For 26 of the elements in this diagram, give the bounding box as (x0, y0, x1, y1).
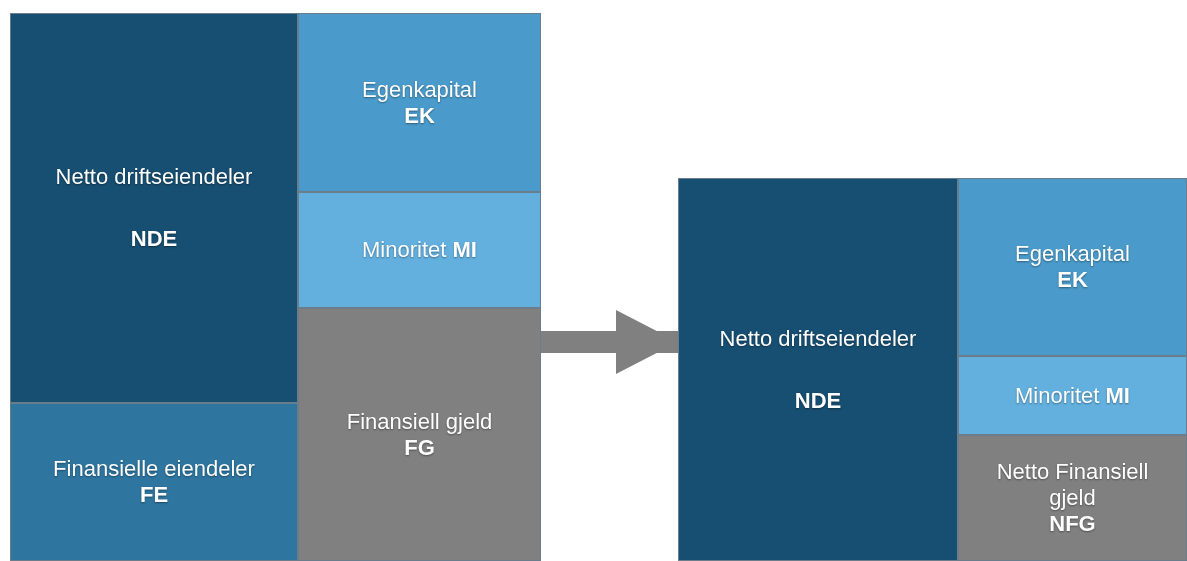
block-label: Netto driftseiendeler (719, 325, 917, 352)
block-label: Egenkapital (362, 76, 477, 103)
block-label: Finansielle eiendeler (53, 456, 255, 482)
block-label: Minoritet MI (1015, 382, 1130, 409)
abbreviation: NFG (1049, 511, 1096, 537)
block (958, 178, 1187, 356)
block (298, 13, 541, 192)
abbreviation: FG (404, 434, 435, 461)
block (10, 403, 298, 561)
block-label: Egenkapital (1015, 241, 1130, 267)
block-label: Minoritet MI (362, 237, 477, 263)
block-label: Finansiell gjeld (346, 408, 493, 435)
block (958, 356, 1187, 435)
abbreviation: EK (404, 102, 435, 129)
block-label: Netto Finansiell gjeld (995, 459, 1150, 511)
block (298, 192, 541, 308)
block (298, 308, 541, 561)
arrow (541, 310, 678, 374)
block (678, 178, 958, 561)
block-label: Netto driftseiendeler (55, 164, 253, 190)
abbreviation: FE (139, 482, 169, 508)
block (10, 13, 298, 403)
abbreviation: NDE (130, 226, 178, 252)
abbreviation: EK (1057, 267, 1088, 293)
block (958, 435, 1187, 561)
abbreviation: NDE (794, 387, 842, 414)
